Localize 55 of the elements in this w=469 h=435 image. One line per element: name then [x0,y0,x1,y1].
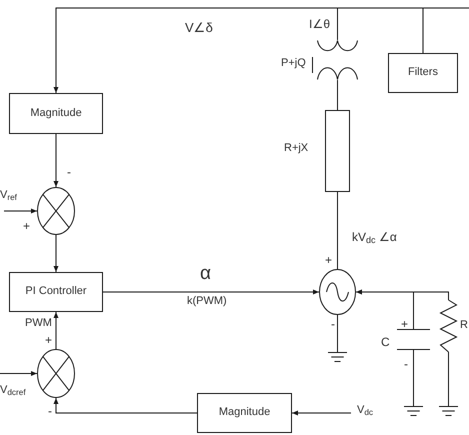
ac-source-symbol [319,269,356,315]
wire [337,314,338,352]
signal-label: α [200,264,211,283]
arrow [292,410,352,416]
power-label: P+jQ [281,58,306,69]
signal-label: V$_{ref}$ [0,190,17,201]
summing-junction [37,187,75,235]
voltage-label: kV$_{dc}$ ∠α [352,231,397,243]
process-box [9,93,103,134]
impedance-label: R+jX [284,143,308,154]
polarity-sign: + [325,254,332,266]
arrow [54,234,58,272]
polarity-sign: + [23,220,30,232]
ground-symbol [404,406,423,416]
wire [413,350,414,406]
ground-symbol [328,352,347,362]
wire [337,8,469,40]
process-box [9,272,103,312]
polarity-sign: + [45,334,52,346]
arrow [54,134,58,188]
signal-label: V$_{dcref}$ [0,385,26,396]
ground-symbol [439,406,458,416]
voltage-label: V∠δ [185,21,213,34]
block-label: Filters [408,66,438,80]
arrow [54,312,58,350]
resistor-label: R [460,320,468,331]
arrow [0,371,38,376]
impedance-box [325,110,350,192]
signal-label: V$_{dc}$ [357,405,374,416]
wire [337,80,338,110]
capacitor-symbol [397,329,430,350]
transformer-symbol [317,40,358,80]
block-label: PI Controller [25,285,87,299]
summing-junction [37,349,75,398]
current-label: I∠θ [309,18,330,30]
arrow [54,398,198,414]
process-box [197,393,292,433]
capacitor-label: C [381,336,390,348]
wire [337,192,338,270]
arrow [4,208,38,214]
wire [448,352,449,406]
arrow [356,290,449,300]
polarity-sign: - [67,166,71,178]
arrow [102,290,320,294]
block-label: Magnitude [218,406,270,420]
resistor-symbol [440,300,457,352]
block-label: Magnitude [30,106,82,120]
polarity-sign: - [48,405,52,417]
signal-label: PWM [25,318,52,329]
polarity-sign: - [331,318,335,330]
polarity-sign: + [401,318,408,330]
signal-label: k(PWM) [187,296,227,307]
process-box [388,53,458,93]
polarity-sign: - [404,358,408,370]
arrow [54,8,338,94]
